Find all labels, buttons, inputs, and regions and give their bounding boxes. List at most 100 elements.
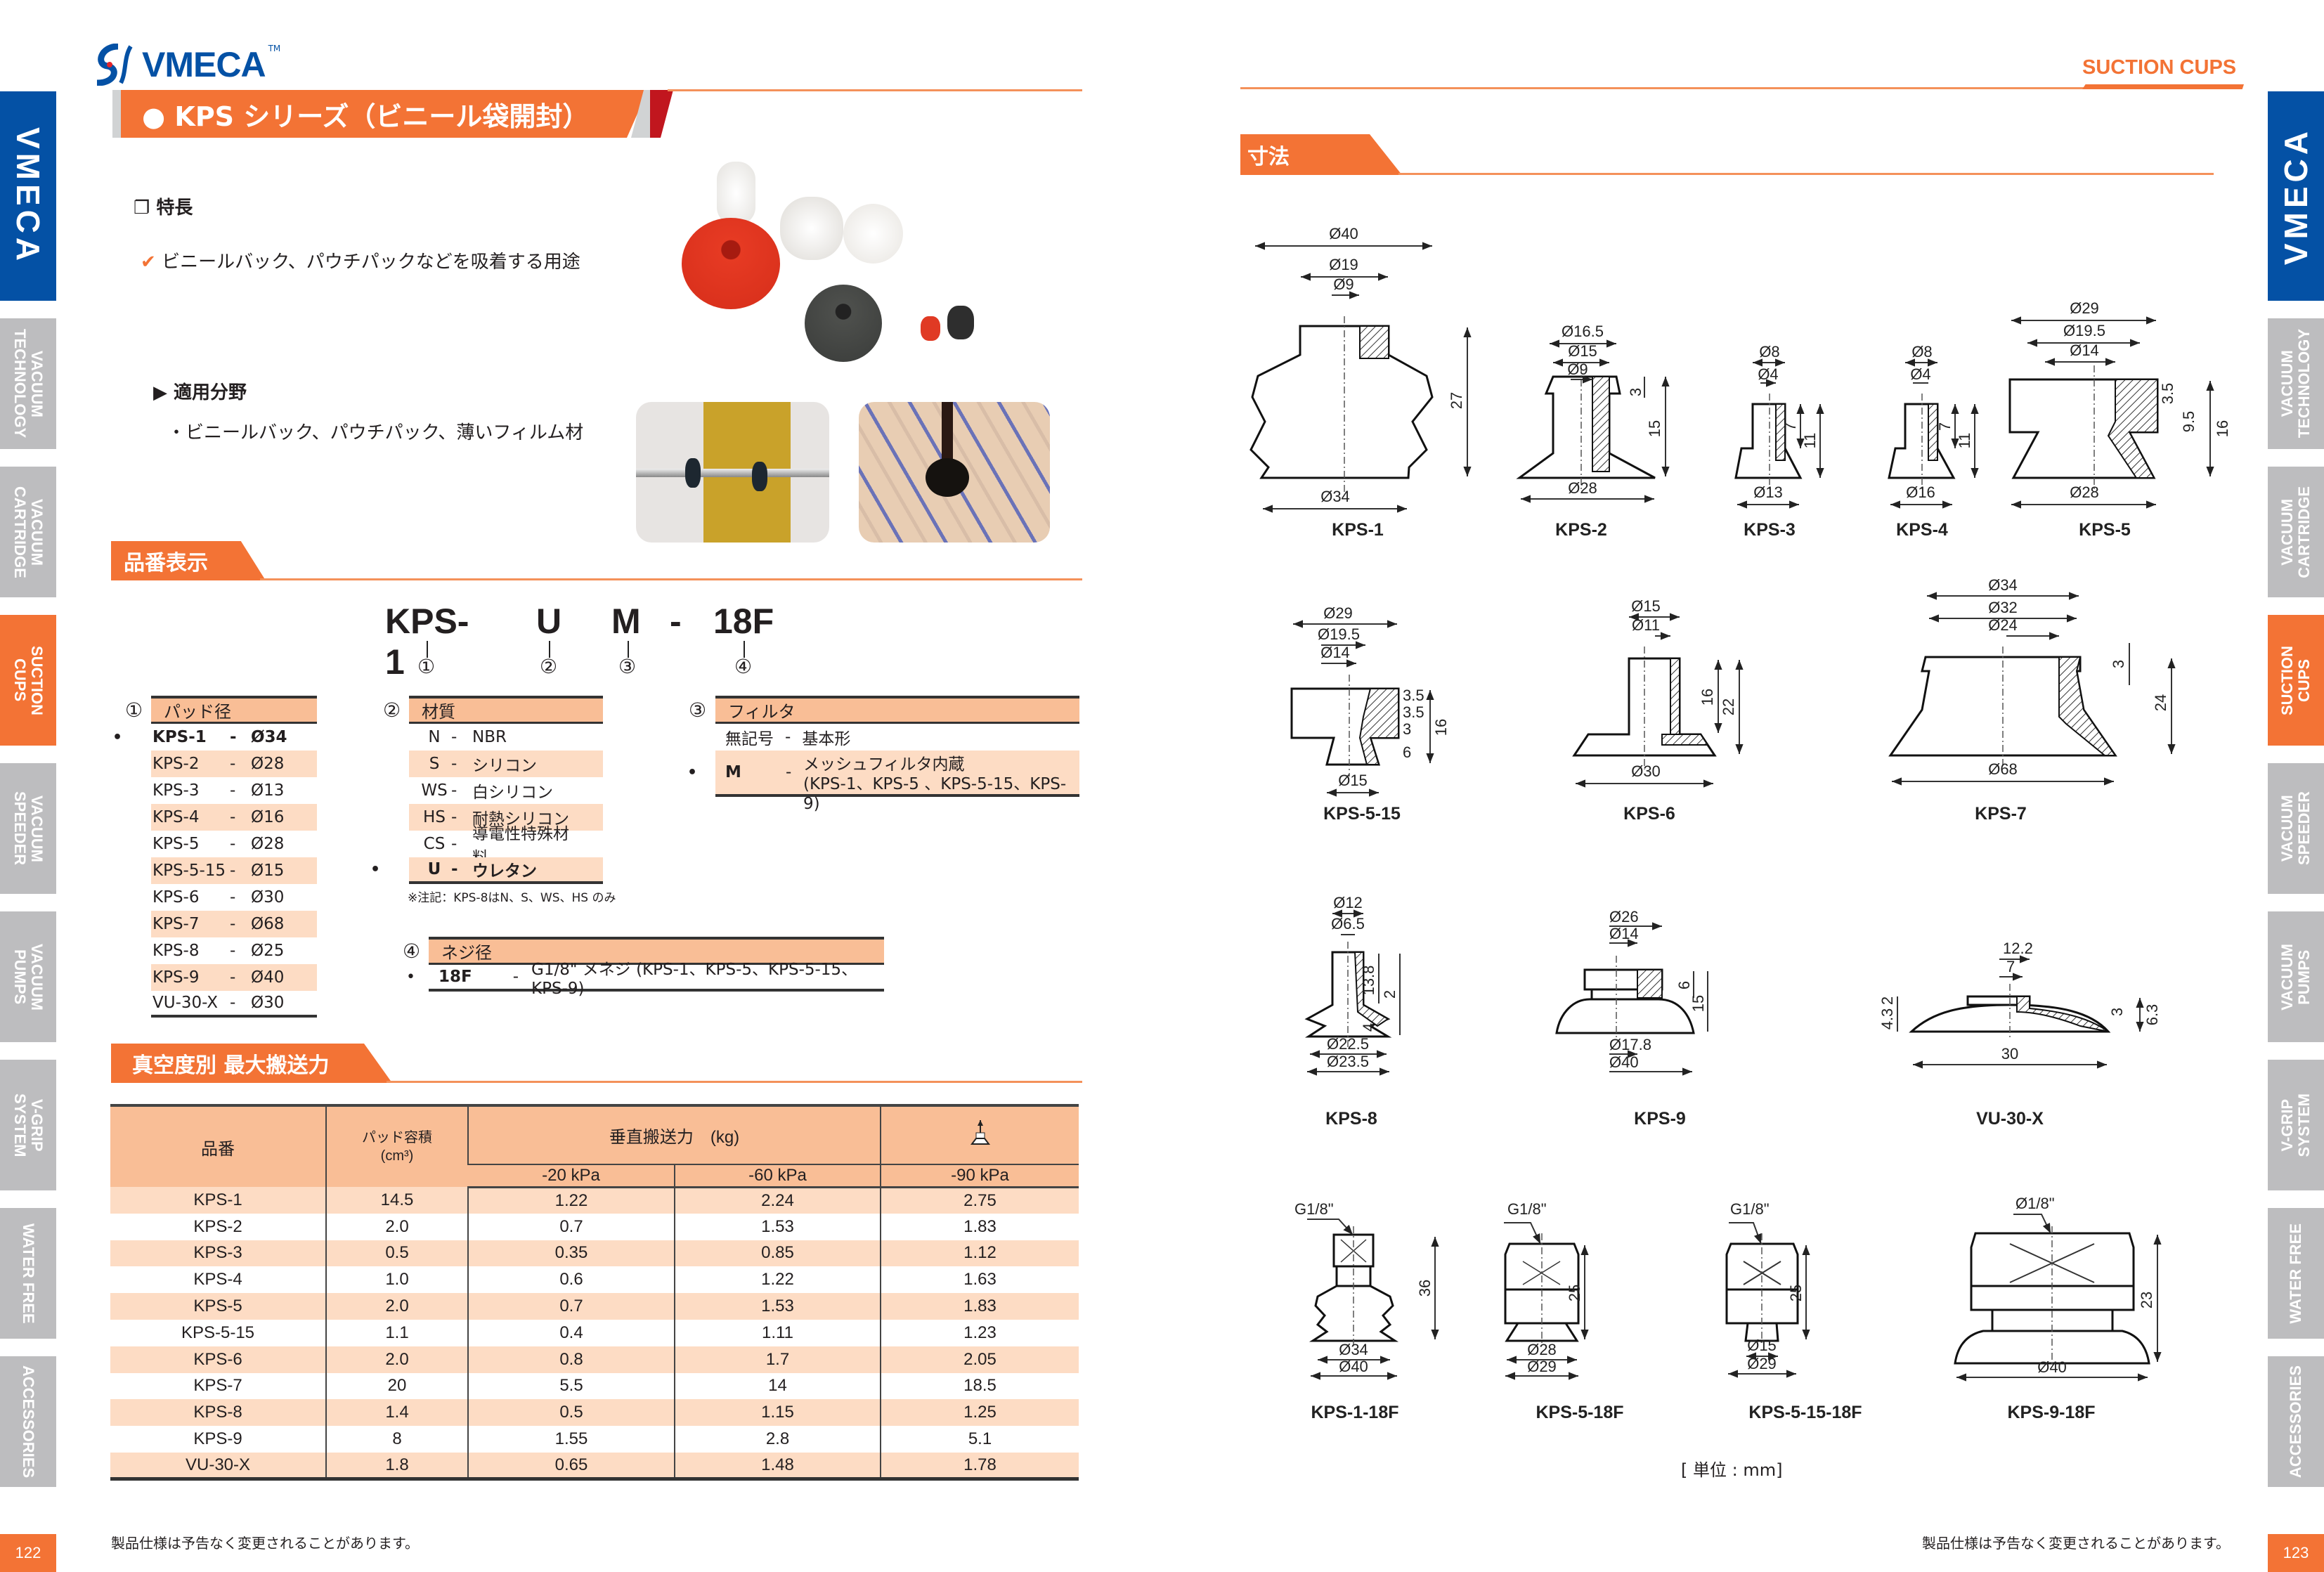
sidebar-tab-vacuum-technology[interactable]: VACUUM TECHNOLOGY <box>2268 318 2324 449</box>
marker-1: ① <box>417 655 436 678</box>
table-cell: Ø15 <box>251 862 285 880</box>
sidebar-tab-suction-cups[interactable]: SUCTION CUPS <box>0 615 56 746</box>
header-volume: パッド容積(cm³) <box>325 1105 468 1187</box>
series-title-banner: ● KPS シリーズ（ビニール袋開封） <box>121 90 648 138</box>
unit-label: [ 単位 : mm] <box>1681 1460 1783 1480</box>
table-cell: 1.0 <box>325 1266 468 1294</box>
drawing-label: KPS-3 <box>1744 520 1796 540</box>
svg-text:6: 6 <box>1403 743 1411 761</box>
check-icon: ✔ <box>141 252 156 273</box>
sidebar-tab-water-free[interactable]: WATER FREE <box>0 1208 56 1339</box>
svg-text:Ø40: Ø40 <box>1329 225 1358 242</box>
svg-text:16: 16 <box>1432 719 1450 736</box>
svg-text:Ø40: Ø40 <box>1609 1053 1639 1071</box>
sidebar-tab-vacuum-technology[interactable]: VACUUM TECHNOLOGY <box>0 318 56 449</box>
filter-table-header: フィルタ <box>715 696 1079 724</box>
table-row: KPS-6-Ø30 <box>151 884 317 911</box>
sidebar-tab-v-grip-system[interactable]: V-GRIP SYSTEM <box>2268 1060 2324 1190</box>
table-cell: KPS-5 <box>152 835 200 853</box>
svg-text:Ø29: Ø29 <box>1527 1358 1557 1375</box>
svg-text:Ø9: Ø9 <box>1333 275 1353 293</box>
selected-bullet: • <box>370 860 381 878</box>
drawing-label: KPS-1 <box>1332 520 1384 540</box>
svg-text:Ø29: Ø29 <box>1747 1355 1777 1372</box>
drawing-label: KPS-7 <box>1975 804 2027 824</box>
table-cell: - <box>230 942 236 960</box>
table-cell: 18.5 <box>880 1372 1079 1400</box>
sidebar-tab-water-free[interactable]: WATER FREE <box>2268 1208 2324 1339</box>
table-cell: 1.12 <box>880 1240 1079 1267</box>
application-photo-bag <box>859 402 1050 543</box>
table-cell: 1.48 <box>674 1452 881 1479</box>
table-cell: Ø28 <box>251 835 285 853</box>
table-cell: - <box>451 781 457 800</box>
svg-text:Ø15: Ø15 <box>1631 597 1661 615</box>
table-cell: - <box>230 915 236 933</box>
table-cell: Ø34 <box>251 728 287 746</box>
marker-4: ④ <box>403 940 421 963</box>
sidebar-tab-v-grip-system[interactable]: V-GRIP SYSTEM <box>0 1060 56 1190</box>
sidebar-tab-vacuum-speeder[interactable]: VACUUM SPEEDER <box>0 763 56 894</box>
svg-text:12.2: 12.2 <box>2003 940 2033 957</box>
table-cell: - <box>230 808 236 826</box>
sidebar-tab-vacuum-pumps[interactable]: VACUUM PUMPS <box>0 911 56 1042</box>
svg-text:Ø28: Ø28 <box>1568 479 1597 497</box>
svg-text:3: 3 <box>1403 720 1411 738</box>
table-cell: 1.7 <box>674 1346 881 1373</box>
table-cell: KPS-4 <box>152 808 200 826</box>
table-cell: 1.25 <box>880 1399 1079 1427</box>
drawing-kps-2: Ø16.5 Ø15 Ø9 3 15 Ø28 KPS-2 <box>1516 323 1670 540</box>
svg-text:16: 16 <box>1699 689 1716 706</box>
table-cell: 0.85 <box>674 1240 881 1267</box>
svg-text:Ø4: Ø4 <box>1758 365 1778 383</box>
selected-bullet: • <box>112 728 123 746</box>
table-cell: Ø40 <box>251 968 285 987</box>
table-cell: 5.5 <box>467 1372 675 1400</box>
svg-text:Ø23.5: Ø23.5 <box>1327 1053 1369 1070</box>
thread-table: ネジ径 •18F-G1/8" メネジ (KPS-1、KPS-5、KPS-5-15… <box>406 937 884 998</box>
divider <box>387 1081 1082 1083</box>
table-cell: - <box>451 808 457 826</box>
svg-text:Ø19.5: Ø19.5 <box>2063 322 2105 339</box>
sidebar-tab-suction-cups[interactable]: SUCTION CUPS <box>2268 615 2324 746</box>
ordering-heading: 品番表示 <box>111 541 266 580</box>
product-photo <box>675 158 991 425</box>
sidebar-tab-vacuum-speeder[interactable]: VACUUM SPEEDER <box>2268 763 2324 894</box>
sidebar-tab-vacuum-cartridge[interactable]: VACUUM CARTRIDGE <box>0 467 56 597</box>
svg-text:2: 2 <box>1878 996 1896 1005</box>
svg-text:22: 22 <box>1720 699 1737 715</box>
table-cell: KPS-7 <box>193 1376 242 1396</box>
sidebar-tab-accessories[interactable]: ACCESSORIES <box>2268 1356 2324 1487</box>
drawing-kps-1-18f: G1/8" 36 Ø34 Ø40 KPS-1-18F <box>1294 1200 1439 1422</box>
svg-text:3: 3 <box>2110 660 2127 668</box>
table-row: KPS-5-Ø28 <box>151 831 317 857</box>
drawing-kps-7: Ø34 Ø32 Ø24 3 24 Ø68 KPS-7 <box>1888 576 2176 824</box>
filter-row: •M-メッシュフィルタ内蔵(KPS-1、KPS-5 、KPS-5-15、KPS-… <box>687 751 1079 813</box>
footer-note: 製品仕様は予告なく変更されることがあります。 <box>1922 1535 2230 1552</box>
svg-text:Ø22.5: Ø22.5 <box>1327 1035 1369 1053</box>
sidebar-tab-vacuum-pumps[interactable]: VACUUM PUMPS <box>2268 911 2324 1042</box>
svg-text:15: 15 <box>1646 420 1663 437</box>
drawing-label: KPS-9-18F <box>2007 1403 2095 1422</box>
svg-text:36: 36 <box>1416 1280 1434 1297</box>
table-cell: 1.23 <box>880 1319 1079 1346</box>
sidebar-tab-accessories[interactable]: ACCESSORIES <box>0 1356 56 1487</box>
table-cell: 白シリコン <box>472 784 553 802</box>
svg-text:Ø29: Ø29 <box>1323 604 1353 622</box>
svg-text:Ø19.5: Ø19.5 <box>1318 625 1360 643</box>
table-cell: 1.22 <box>467 1187 675 1214</box>
table-cell: Ø30 <box>251 888 285 907</box>
table-row: KPS-8-Ø25 <box>151 937 317 964</box>
sidebar-tab-vacuum-cartridge[interactable]: VACUUM CARTRIDGE <box>2268 467 2324 597</box>
table-cell: 1.63 <box>880 1266 1079 1294</box>
table-header: パッド径 <box>151 696 317 724</box>
table-cell: 0.65 <box>467 1452 675 1479</box>
svg-text:Ø17.8: Ø17.8 <box>1609 1036 1651 1053</box>
table-header: 材質 <box>409 696 603 724</box>
table-cell: 2.24 <box>674 1187 881 1214</box>
drawing-kps-5-15: Ø29 Ø19.5 Ø14 3.5 3.5 3 6 16 Ø15 KPS-5-1… <box>1290 604 1450 824</box>
table-row: N-NBR <box>409 724 603 751</box>
sidebar-brand: VMECA <box>0 91 56 301</box>
